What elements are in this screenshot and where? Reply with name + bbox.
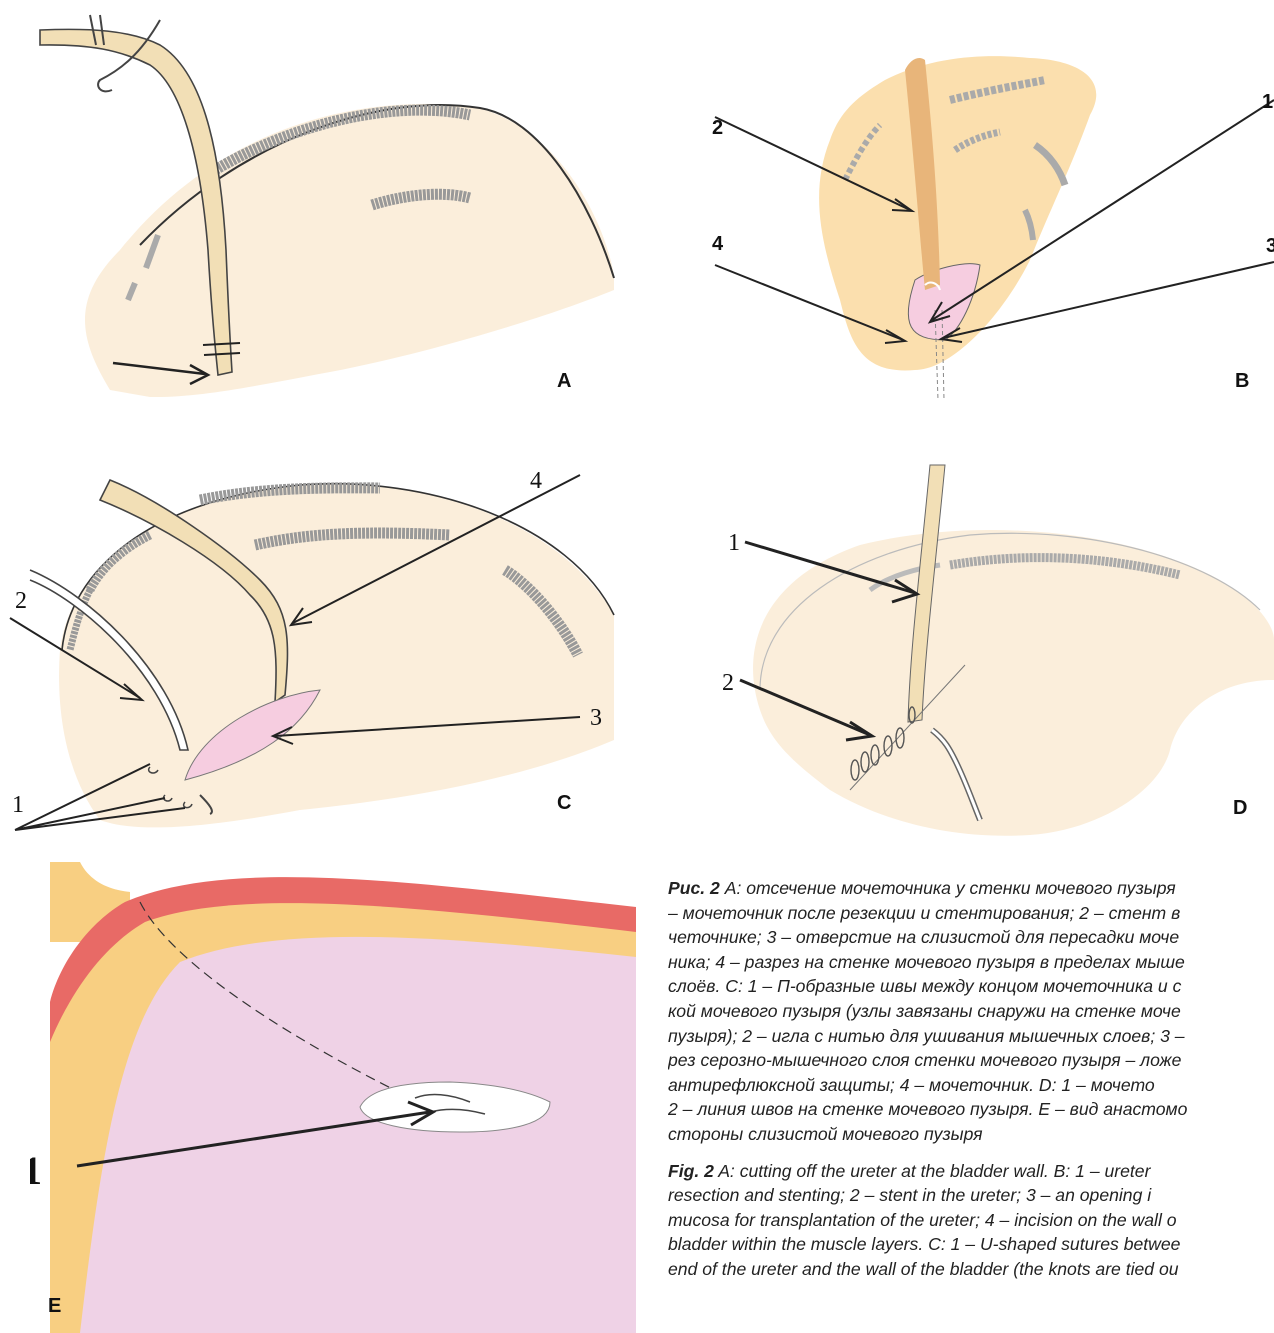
panel-e-number-1: 1	[30, 1148, 42, 1193]
panel-e-label: E	[48, 1295, 61, 1318]
figure-caption: Рис. 2 А: отсечение мочеточника у стенки…	[668, 876, 1274, 1333]
panel-c-number-2: 2	[15, 588, 27, 614]
panel-b-number-3: 3	[1266, 235, 1274, 257]
panel-c-number-4: 4	[530, 468, 542, 494]
panel-d-number-2: 2	[722, 670, 734, 696]
panel-b: 2 4 1 3 B	[700, 40, 1274, 410]
panel-d-illustration: 1 2	[700, 450, 1274, 840]
panel-b-number-4: 4	[712, 233, 724, 255]
panel-b-illustration: 2 4 1 3	[700, 40, 1274, 410]
panel-a-illustration	[0, 0, 620, 410]
panel-c-illustration: 2 4 3 1	[0, 440, 620, 835]
caption-en-label: Fig. 2	[668, 1161, 714, 1181]
panel-b-label: B	[1235, 370, 1249, 393]
panel-e-illustration: 1	[30, 862, 636, 1333]
panel-c-number-1: 1	[12, 792, 24, 818]
panel-b-number-1: 1	[1262, 91, 1273, 113]
caption-ru-label: Рис. 2	[668, 878, 720, 898]
panel-a: A	[0, 0, 620, 410]
panel-c: 2 4 3 1 C	[0, 440, 620, 835]
panel-c-number-3: 3	[590, 705, 602, 731]
caption-ru: Рис. 2 А: отсечение мочеточника у стенки…	[668, 876, 1274, 1147]
panel-d-number-1: 1	[728, 530, 740, 556]
panel-c-label: C	[557, 792, 571, 815]
caption-en: Fig. 2 A: cutting off the ureter at the …	[668, 1159, 1274, 1282]
panel-a-label: A	[557, 370, 571, 393]
panel-b-number-2: 2	[712, 117, 723, 139]
panel-e: 1 E	[30, 862, 636, 1333]
panel-d: 1 2 D	[700, 450, 1274, 840]
panel-d-label: D	[1233, 797, 1247, 820]
